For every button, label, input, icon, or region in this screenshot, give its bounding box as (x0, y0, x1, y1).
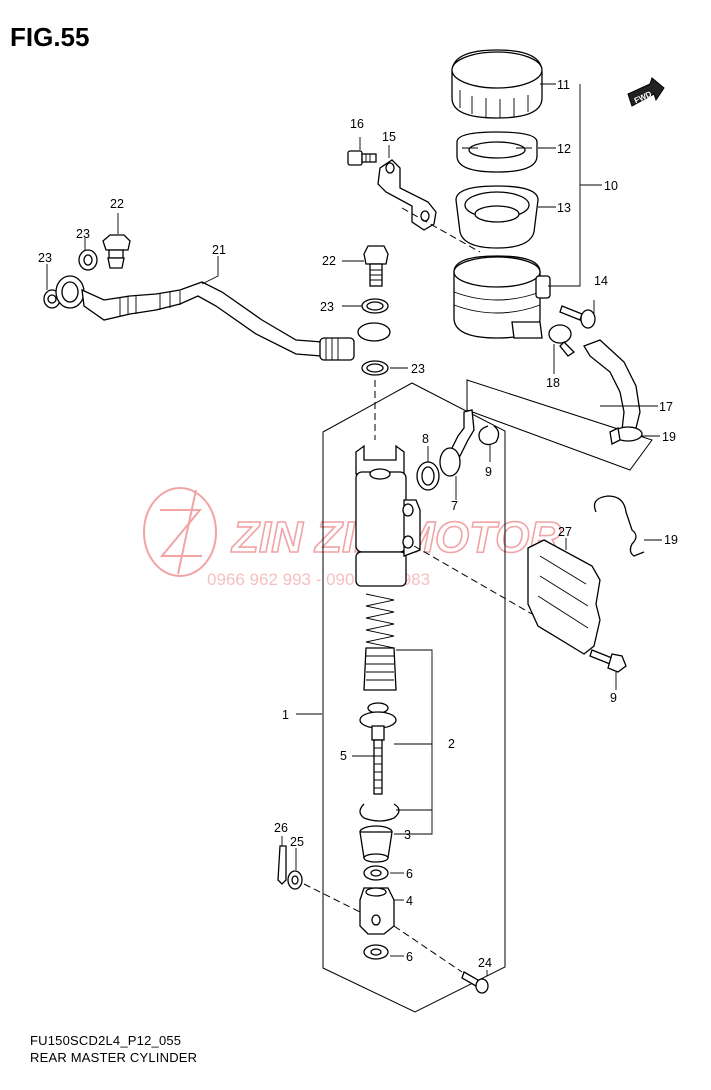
hose-guide-outline (466, 379, 653, 471)
leader-lines (46, 83, 662, 976)
callout-4: 4 (406, 894, 413, 908)
reservoir-body (453, 255, 551, 339)
circlip-9 (478, 425, 500, 446)
callout-6-upper: 6 (406, 867, 413, 881)
callout-2: 2 (448, 737, 455, 751)
figure-name: REAR MASTER CYLINDER (30, 1050, 198, 1065)
callout-21: 21 (212, 243, 226, 257)
callout-5: 5 (340, 749, 347, 763)
pin-guide-right (393, 925, 463, 973)
callout-10: 9 (610, 691, 617, 705)
callout-labels: 11 12 13 10 14 15 16 22 23 23 21 22 23 2… (38, 78, 678, 970)
washer-25-hole (291, 875, 299, 885)
callout-23-a: 23 (76, 227, 90, 241)
union-bolt-22-left (102, 234, 131, 269)
callout-19-lower: 19 (662, 430, 676, 444)
callout-23-b: 23 (38, 251, 52, 265)
clevis-pin-24 (461, 971, 489, 994)
piston-spring (365, 593, 395, 649)
assembly-outline-1 (322, 382, 506, 1013)
callout-15: 14 (594, 274, 608, 288)
cover-guide-line (413, 545, 533, 615)
callout-27: 27 (558, 525, 572, 539)
callout-14: 13 (557, 201, 571, 215)
bolt-17 (347, 150, 377, 166)
cotter-pin-26 (277, 845, 287, 885)
callout-6-lower: 6 (406, 950, 413, 964)
callout-11: 10 (604, 179, 618, 193)
o-ring-8-hole (421, 466, 435, 486)
washer-23-c-hole (366, 301, 384, 311)
callout-23-c: 23 (320, 300, 334, 314)
watermark: ZIN ZIN MOTOR 0966 962 993 - 0909 666 98… (143, 487, 562, 589)
reservoir-hose (583, 339, 641, 431)
reservoir-diaphragm (455, 185, 539, 249)
callout-22-right: 22 (322, 254, 336, 268)
callout-25: 25 (290, 835, 304, 849)
reservoir-cap (451, 49, 543, 119)
master-cylinder-body (355, 444, 421, 587)
clip-20 (593, 495, 645, 557)
callout-1: 1 (282, 708, 289, 722)
hose-clamp-19-lower (609, 426, 643, 445)
reservoir-plate (456, 131, 538, 173)
boot-3 (359, 825, 393, 863)
callout-26: 26 (274, 821, 288, 835)
washer-23-b-hole (47, 294, 57, 304)
callout-8: 8 (422, 432, 429, 446)
callout-17: 16 (350, 117, 364, 131)
heat-guard-27 (527, 539, 601, 655)
figure-code: FU150SCD2L4_P12_055 (30, 1033, 182, 1048)
pin-guide-left (303, 883, 361, 913)
callout-24: 24 (478, 956, 492, 970)
callout-23-d: 23 (411, 362, 425, 376)
callout-19-upper: 18 (546, 376, 560, 390)
bolt-10 (589, 649, 627, 673)
figure-title: FIG.55 (10, 22, 90, 52)
callout-13: 12 (557, 142, 571, 156)
watermark-logo (143, 487, 217, 577)
callout-7: 7 (451, 499, 458, 513)
callout-22-left: 22 (110, 197, 124, 211)
callout-16: 15 (382, 130, 396, 144)
bracket-guide-line (401, 207, 481, 253)
washer-23-d-hole (366, 363, 384, 373)
callout-9: 9 (485, 465, 492, 479)
clevis-4 (359, 887, 395, 935)
hose-clamp-19-upper (548, 324, 576, 357)
callout-18: 17 (659, 400, 673, 414)
union-bolt-22-right (363, 245, 389, 287)
hose-joint-7 (439, 409, 475, 477)
brake-hose (55, 275, 391, 361)
washer-23-a-hole (83, 254, 93, 266)
screw-15 (559, 305, 596, 329)
callout-20: 19 (664, 533, 678, 547)
callout-3: 3 (404, 828, 411, 842)
piston-cup (363, 647, 397, 691)
circlip-2 (359, 803, 400, 822)
nut-6-lower (363, 944, 389, 960)
piston-rod (359, 702, 397, 795)
callout-12: 11 (557, 78, 570, 92)
nut-6-upper (363, 865, 389, 881)
fwd-direction-badge: FWD (627, 77, 665, 107)
reservoir-bracket (377, 159, 437, 231)
